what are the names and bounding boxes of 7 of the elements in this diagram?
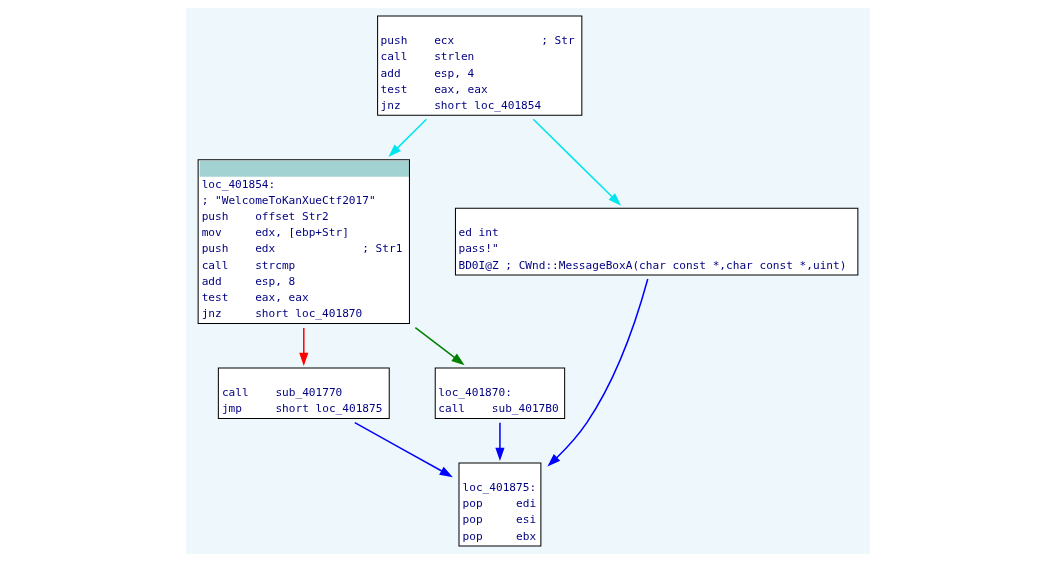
arrow (532, 118, 621, 206)
arrow (353, 421, 453, 478)
arrow (546, 278, 648, 467)
arrow (387, 118, 427, 157)
arrow (494, 421, 505, 461)
arrow (414, 326, 465, 366)
arrow (298, 327, 308, 366)
